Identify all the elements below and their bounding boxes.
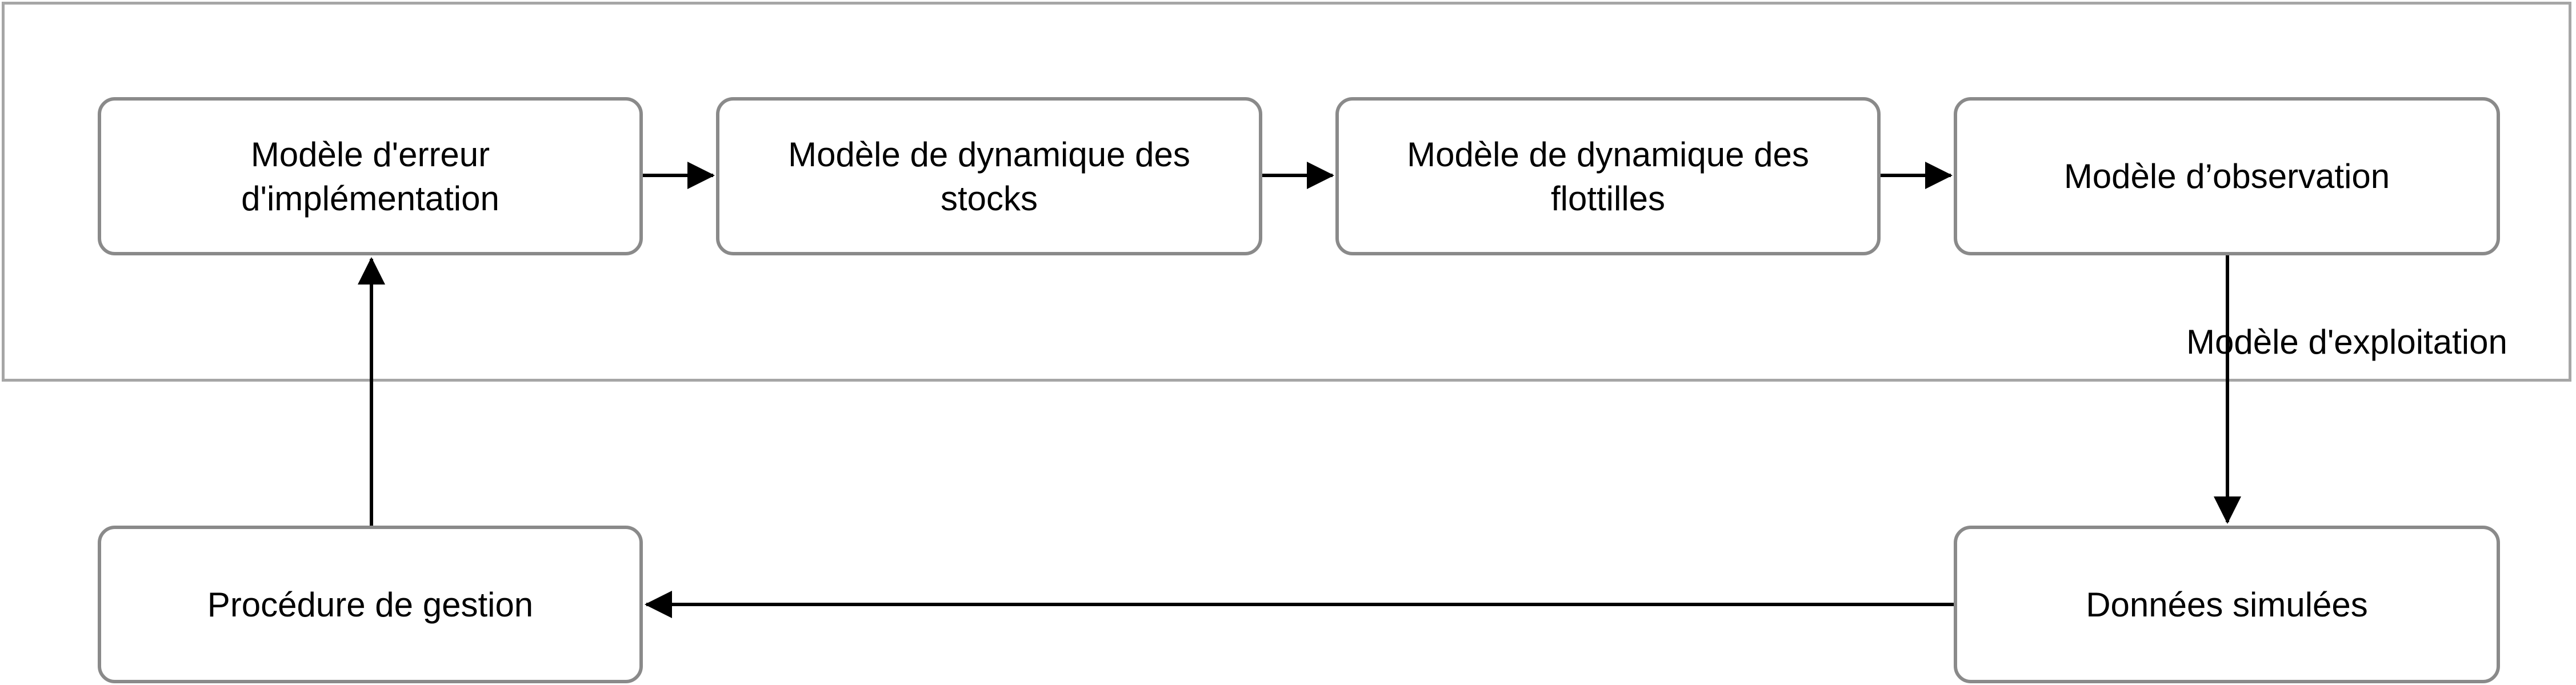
observation-model-box[interactable]: Modèle d’observation — [1954, 97, 2500, 255]
implementation-error-model-box[interactable]: Modèle d'erreur d'implémentation — [98, 97, 643, 255]
simulated-data-label: Données simulées — [2086, 585, 2368, 624]
management-procedure-box[interactable]: Procédure de gestion — [98, 526, 643, 683]
stock-dynamics-model-label: Modèle de dynamique des stocks — [788, 135, 1190, 218]
fleet-dynamics-model-label: Modèle de dynamique des flottilles — [1407, 135, 1809, 218]
simulated-data-box[interactable]: Données simulées — [1954, 526, 2500, 683]
implementation-error-model-label: Modèle d'erreur d'implémentation — [241, 135, 499, 218]
stock-dynamics-model-box[interactable]: Modèle de dynamique des stocks — [716, 97, 1262, 255]
fleet-dynamics-model-box[interactable]: Modèle de dynamique des flottilles — [1335, 97, 1881, 255]
operating-model-frame — [2, 2, 2571, 382]
operating-model-group-label: Modèle d'exploitation — [2186, 323, 2507, 361]
observation-model-label: Modèle d’observation — [2063, 157, 2390, 195]
management-procedure-label: Procédure de gestion — [207, 585, 534, 624]
